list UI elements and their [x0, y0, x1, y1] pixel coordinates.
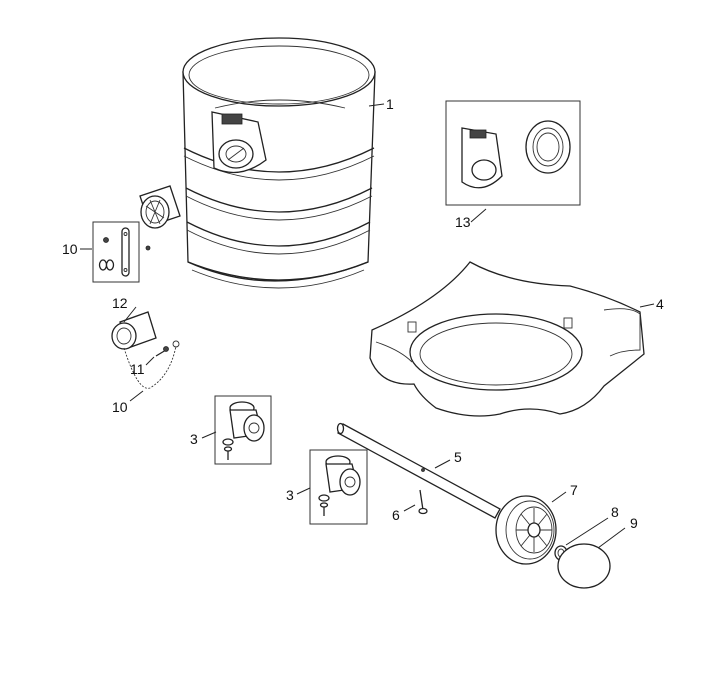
part-axle — [336, 422, 501, 519]
part-inlet-gasket-kit — [445, 100, 581, 206]
callout-10-top: 10 — [62, 241, 78, 257]
callout-10-bottom: 10 — [112, 399, 128, 415]
callout-12: 12 — [112, 295, 128, 311]
part-screw — [418, 489, 428, 515]
callout-8: 8 — [611, 504, 619, 520]
callout-3-lower: 3 — [286, 487, 294, 503]
callout-13: 13 — [455, 214, 471, 230]
part-caster-b — [309, 449, 368, 525]
part-hardware-kit — [92, 221, 151, 283]
callout-1: 1 — [386, 96, 394, 112]
callout-leaders — [80, 103, 655, 549]
part-drum-tank — [182, 37, 376, 289]
callout-4: 4 — [656, 296, 664, 312]
part-hose-adapter — [139, 185, 181, 229]
part-caster-a — [214, 395, 272, 465]
callout-5: 5 — [454, 449, 462, 465]
part-wheel — [495, 495, 557, 565]
callout-11: 11 — [130, 361, 145, 377]
part-cap-with-tether — [111, 311, 180, 389]
callout-6: 6 — [392, 507, 400, 523]
callout-7: 7 — [570, 482, 578, 498]
callout-9: 9 — [630, 515, 638, 531]
callout-3-upper: 3 — [190, 431, 198, 447]
part-hub-cap — [557, 543, 611, 589]
part-base-dolly — [369, 261, 645, 417]
